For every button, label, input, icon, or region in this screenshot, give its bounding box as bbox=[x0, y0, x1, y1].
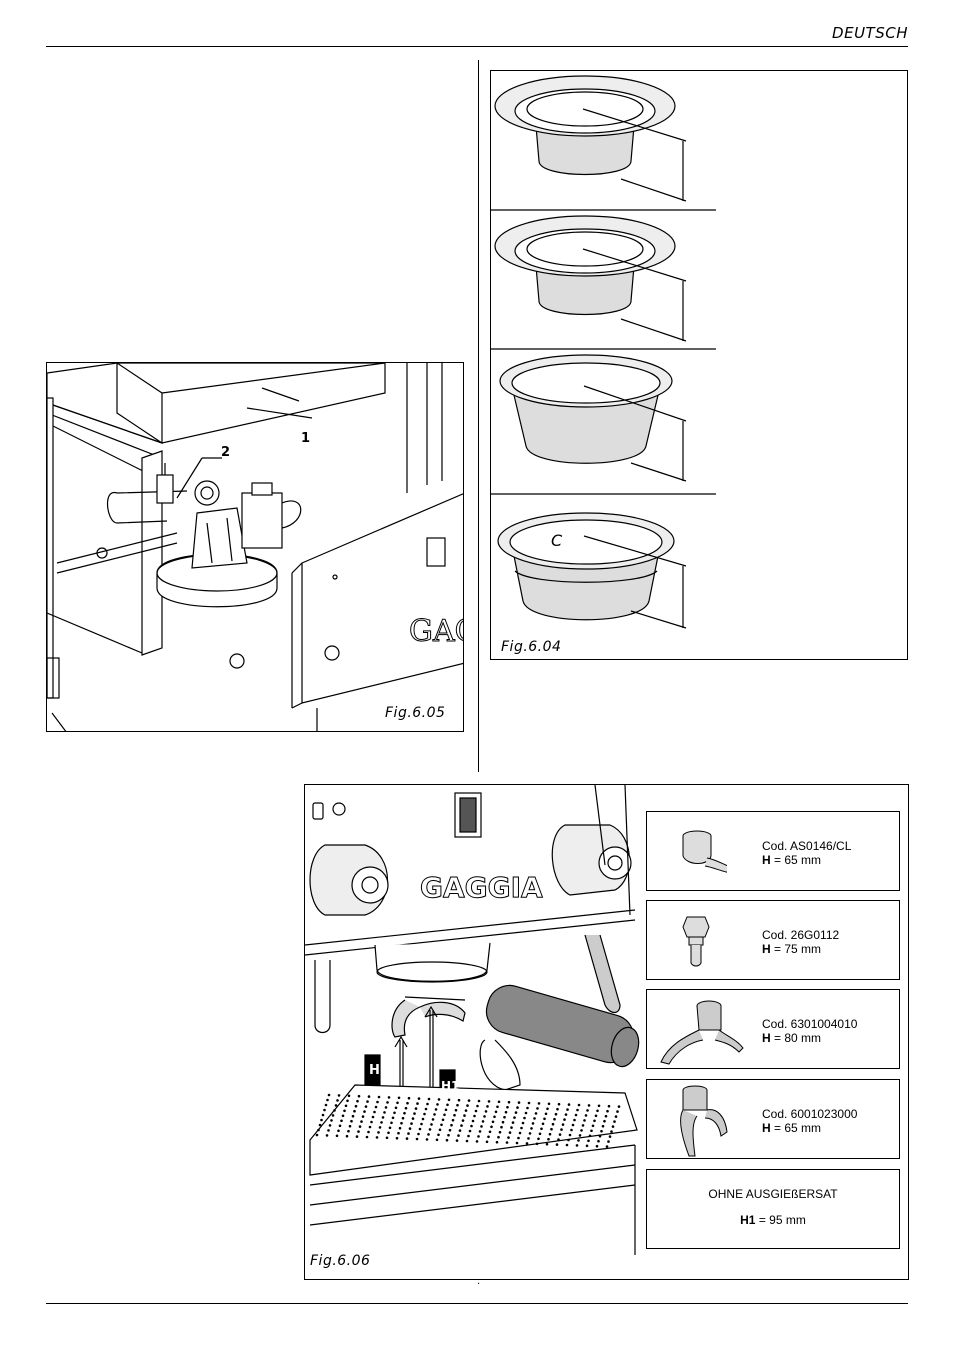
column-divider bbox=[478, 60, 479, 772]
filter-basket-2 bbox=[494, 215, 687, 342]
no-spout-box: OHNE AUSGIEßERSAT H1 = 95 mm bbox=[646, 1169, 900, 1249]
curved-spout-icon bbox=[680, 1085, 728, 1157]
espresso-machine-drawing: GAGGIA bbox=[305, 785, 640, 1255]
figure-6-06: GAGGIA H H1 bbox=[304, 784, 909, 1280]
spout-h-value-3: = 80 mm bbox=[770, 1031, 822, 1045]
spout-h-value-1: = 65 mm bbox=[770, 853, 822, 867]
figure-caption: Fig.6.05 bbox=[385, 705, 446, 721]
figure-6-05: GAG 1 2 Fig.6.05 bbox=[46, 362, 464, 732]
spout-h-label-1: H bbox=[762, 853, 771, 867]
footer-rule bbox=[46, 1303, 908, 1304]
double-spout-icon bbox=[660, 1000, 744, 1065]
spout-code-1: Cod. AS0146/CL bbox=[762, 839, 852, 853]
spout-box-4: Cod. 6001023000 H = 65 mm bbox=[646, 1079, 900, 1159]
filter-marker-c: C bbox=[551, 531, 563, 550]
portafilter-handle bbox=[485, 984, 640, 1068]
callout-2: 2 bbox=[221, 445, 231, 460]
spout-code-4: Cod. 6001023000 bbox=[762, 1107, 858, 1121]
label-h1: H1 bbox=[441, 1079, 460, 1093]
spout-h-label-4: H bbox=[762, 1121, 771, 1135]
gaggia-logo: GAGGIA bbox=[420, 871, 543, 904]
hex-nut-spout-icon bbox=[682, 916, 710, 967]
header-rule bbox=[46, 46, 908, 47]
no-spout-title: OHNE AUSGIEßERSAT bbox=[708, 1187, 838, 1201]
drip-tray-grid bbox=[315, 1093, 621, 1148]
footer-marker: . bbox=[477, 1276, 481, 1287]
h1-label: H1 bbox=[740, 1213, 756, 1227]
h1-value: = 95 mm bbox=[755, 1213, 806, 1227]
spout-box-3: Cod. 6301004010 H = 80 mm bbox=[646, 989, 900, 1069]
filter-basket-3 bbox=[499, 354, 687, 482]
figure-6-04: C Fig.6.04 bbox=[490, 70, 908, 660]
spout-code-3: Cod. 6301004010 bbox=[762, 1017, 858, 1031]
figure-caption: Fig.6.04 bbox=[501, 639, 562, 655]
spout-h-label-2: H bbox=[762, 942, 771, 956]
spout-h-label-3: H bbox=[762, 1031, 771, 1045]
single-spout-icon bbox=[682, 830, 727, 873]
spout-h-value-4: = 65 mm bbox=[770, 1121, 822, 1135]
filter-baskets-drawing bbox=[491, 75, 716, 629]
header-language: DEUTSCH bbox=[832, 24, 908, 42]
label-h: H bbox=[369, 1063, 380, 1078]
filter-basket-4 bbox=[497, 512, 687, 629]
callout-1: 1 bbox=[301, 431, 311, 446]
filter-basket-1 bbox=[494, 75, 687, 202]
spout-h-value-2: = 75 mm bbox=[770, 942, 822, 956]
gaggia-logo-partial: GAG bbox=[409, 614, 464, 649]
spout-box-1: Cod. AS0146/CL H = 65 mm bbox=[646, 811, 900, 891]
figure-caption: Fig.6.06 bbox=[310, 1253, 371, 1269]
spout-box-2: Cod. 26G0112 H = 75 mm bbox=[646, 900, 900, 980]
boiler-valve-drawing: GAG bbox=[47, 363, 464, 731]
spout-code-2: Cod. 26G0112 bbox=[762, 928, 840, 942]
